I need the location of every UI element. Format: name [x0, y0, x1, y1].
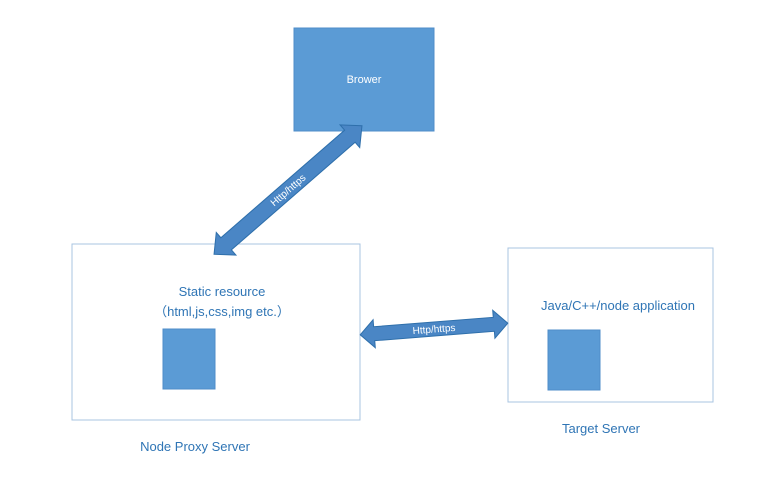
target-application-label: Java/C++/node application — [541, 298, 695, 313]
browser-proxy-arrow-shape — [213, 124, 363, 256]
browser-proxy-arrow: Http/https — [213, 124, 363, 256]
browser-box — [293, 27, 435, 132]
browser-node: Brower — [293, 27, 435, 132]
proxy-server-node: Static resource （html,js,css,img etc.） — [71, 243, 361, 421]
proxy-resource-types-label: （html,js,css,img etc.） — [154, 304, 290, 319]
proxy-target-arrow: Http/https — [359, 309, 509, 349]
target-server-node: Java/C++/node application — [507, 247, 714, 403]
target-app-square — [547, 329, 601, 391]
proxy-server-box — [71, 243, 361, 421]
target-server-box — [507, 247, 714, 403]
proxy-target-arrow-label: Http/https — [412, 323, 456, 337]
proxy-static-resource-label: Static resource — [179, 284, 266, 299]
proxy-server-caption: Node Proxy Server — [140, 439, 250, 454]
target-server-caption: Target Server — [562, 421, 641, 436]
proxy-resource-square — [162, 328, 216, 390]
browser-label: Brower — [347, 74, 382, 86]
proxy-target-arrow-shape — [359, 309, 509, 349]
